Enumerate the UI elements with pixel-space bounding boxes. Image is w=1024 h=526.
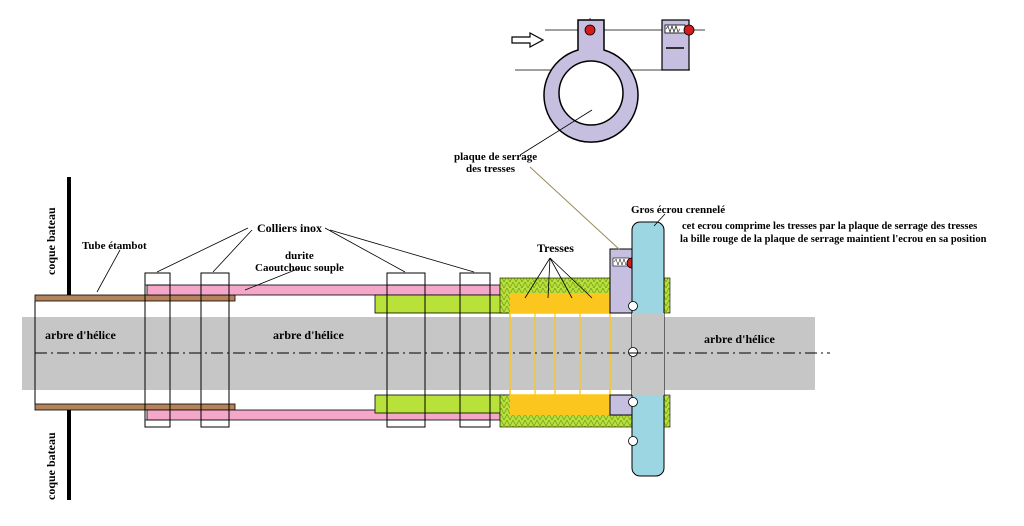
pressure-plate-section-bottom bbox=[609, 394, 633, 416]
clamp-4 bbox=[459, 272, 491, 428]
packing-bottom bbox=[510, 395, 610, 415]
clamp-2 bbox=[200, 272, 230, 428]
rubber-hose-top bbox=[146, 284, 501, 296]
note-line2: la bille rouge de la plaque de serrage m… bbox=[680, 234, 987, 245]
hose-label-line2: Caoutchouc souple bbox=[255, 262, 344, 274]
red-ball-icon bbox=[584, 24, 596, 36]
plate-bore bbox=[558, 60, 624, 126]
clamps bbox=[144, 272, 491, 428]
clamps-label: Colliers inox bbox=[257, 221, 322, 235]
stern-tube-bottom bbox=[34, 403, 236, 411]
plaque-leader bbox=[529, 166, 621, 251]
direction-arrow bbox=[511, 31, 545, 49]
plate-label-line1: plaque de serrage bbox=[454, 151, 537, 163]
red-ball-side-icon bbox=[683, 24, 695, 36]
packing-top bbox=[510, 293, 610, 313]
hull-label-top: coque bateau bbox=[44, 207, 58, 275]
packing-label: Tresses bbox=[537, 241, 574, 255]
stern-tube-label: Tube étambot bbox=[82, 240, 147, 252]
stern-tube-top bbox=[34, 294, 236, 302]
hull-label-bottom: coque bateau bbox=[44, 432, 58, 500]
note-line1: cet ecrou comprime les tresses par la pl… bbox=[682, 221, 977, 232]
hose-label-line1: durite bbox=[285, 250, 314, 262]
clamp-1 bbox=[144, 272, 171, 428]
shaft-label-center: arbre d'hélice bbox=[273, 328, 344, 342]
detail-view bbox=[511, 18, 705, 143]
plate-label-line2: des tresses bbox=[466, 163, 516, 175]
shaft-label-left: arbre d'hélice bbox=[45, 328, 116, 342]
nut-label: Gros écrou crennelé bbox=[631, 204, 725, 216]
clamp-3 bbox=[386, 272, 426, 428]
packing-outline bbox=[509, 312, 611, 396]
shaft-label-right: arbre d'hélice bbox=[704, 332, 775, 346]
